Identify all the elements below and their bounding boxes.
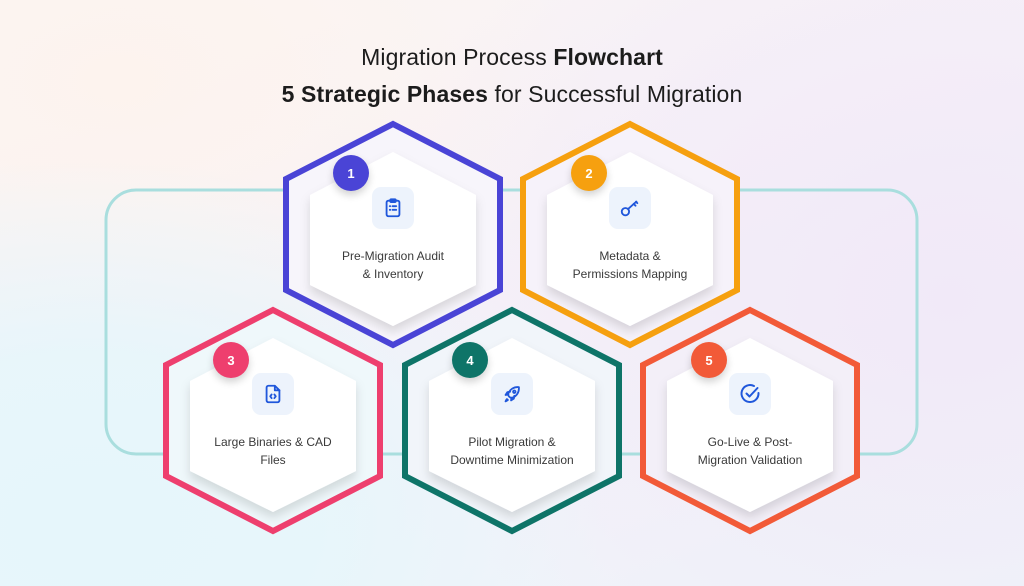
phase-4-hexagon	[402, 306, 622, 535]
phase-3-label: Large Binaries & CAD Files	[178, 433, 368, 469]
subtitle-regular: for Successful Migration	[488, 81, 743, 107]
title-bold: Flowchart	[553, 44, 663, 70]
phase-2-icon-tile	[609, 187, 651, 229]
label-line: & Inventory	[362, 267, 424, 281]
code-file-icon	[265, 384, 281, 404]
label-line: Migration Validation	[697, 453, 803, 467]
phase-2-number-badge: 2	[571, 155, 607, 191]
phase-3-hexagon	[163, 306, 383, 535]
phase-1-number-badge: 1	[333, 155, 369, 191]
phase-3-icon-tile	[252, 373, 294, 415]
phase-5-label: Go-Live & Post- Migration Validation	[655, 433, 845, 469]
label-line: Large Binaries & CAD	[214, 435, 332, 449]
phase-5-hexagon	[640, 306, 860, 535]
key-icon	[620, 200, 639, 217]
phase-4-number-badge: 4	[452, 342, 488, 378]
diagram-subtitle: 5 Strategic Phases for Successful Migrat…	[0, 81, 1024, 108]
phase-5-number-badge: 5	[691, 342, 727, 378]
label-line: Files	[260, 453, 286, 467]
title-regular: Migration Process	[361, 44, 554, 70]
phase-1-label: Pre-Migration Audit & Inventory	[298, 247, 488, 283]
label-line: Downtime Minimization	[450, 453, 574, 467]
label-line: Metadata &	[599, 249, 661, 263]
phase-2-hexagon	[520, 120, 740, 349]
phase-4-icon-tile	[491, 373, 533, 415]
label-line: Pre-Migration Audit	[341, 249, 445, 263]
diagram-title: Migration Process Flowchart	[0, 44, 1024, 71]
label-line: Pilot Migration &	[468, 435, 556, 449]
phase-2-label: Metadata & Permissions Mapping	[535, 247, 725, 283]
phase-3-number-badge: 3	[213, 342, 249, 378]
label-line: Go-Live & Post-	[707, 435, 793, 449]
check-circle-icon	[740, 384, 760, 403]
subtitle-bold: 5 Strategic Phases	[281, 81, 489, 107]
rocket-icon	[504, 386, 520, 403]
phase-1-icon-tile	[372, 187, 414, 229]
clipboard-list-icon	[385, 198, 401, 218]
label-line: Permissions Mapping	[572, 267, 688, 281]
phase-4-label: Pilot Migration & Downtime Minimization	[417, 433, 607, 469]
phase-1-hexagon	[283, 120, 503, 349]
phase-5-icon-tile	[729, 373, 771, 415]
